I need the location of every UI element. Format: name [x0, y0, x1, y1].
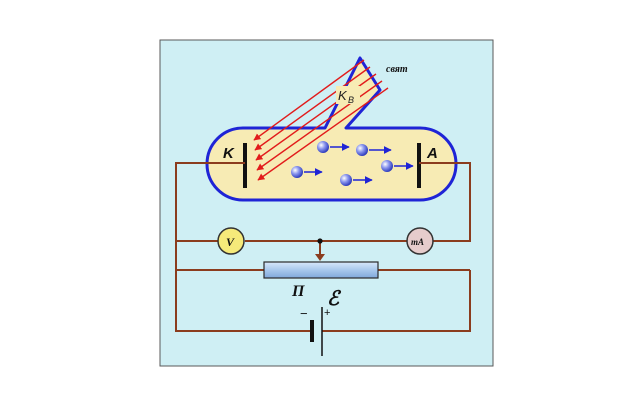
battery-plus-label: + — [324, 307, 330, 319]
voltmeter-label: V — [226, 235, 235, 249]
battery-icon — [310, 307, 323, 356]
potentiometer — [263, 261, 379, 279]
quartz-window-label: K — [338, 88, 348, 103]
light-label: свят — [386, 64, 408, 75]
anode-label: A — [426, 145, 438, 162]
milliammeter-label: mA — [411, 237, 424, 247]
potentiometer-label: П — [291, 283, 305, 300]
electrons — [291, 141, 414, 186]
milliammeter: mA — [406, 227, 434, 255]
electron — [291, 166, 323, 178]
voltmeter: V — [217, 227, 245, 255]
diagram-panel — [159, 39, 494, 367]
slider-junction — [317, 238, 323, 244]
battery-minus-label: − — [300, 306, 308, 321]
emf-label: ℰ — [327, 288, 342, 310]
vacuum-tube — [205, 56, 458, 202]
quartz-window-label-box — [336, 86, 360, 104]
electron — [340, 174, 373, 186]
electron — [356, 144, 392, 156]
electron — [381, 160, 414, 172]
quartz-window-label-sub: B — [348, 95, 354, 105]
circuit-wires — [175, 162, 471, 332]
slider-arrow-icon[interactable] — [315, 254, 325, 261]
cathode-label: K — [223, 145, 235, 162]
electron — [317, 141, 350, 153]
